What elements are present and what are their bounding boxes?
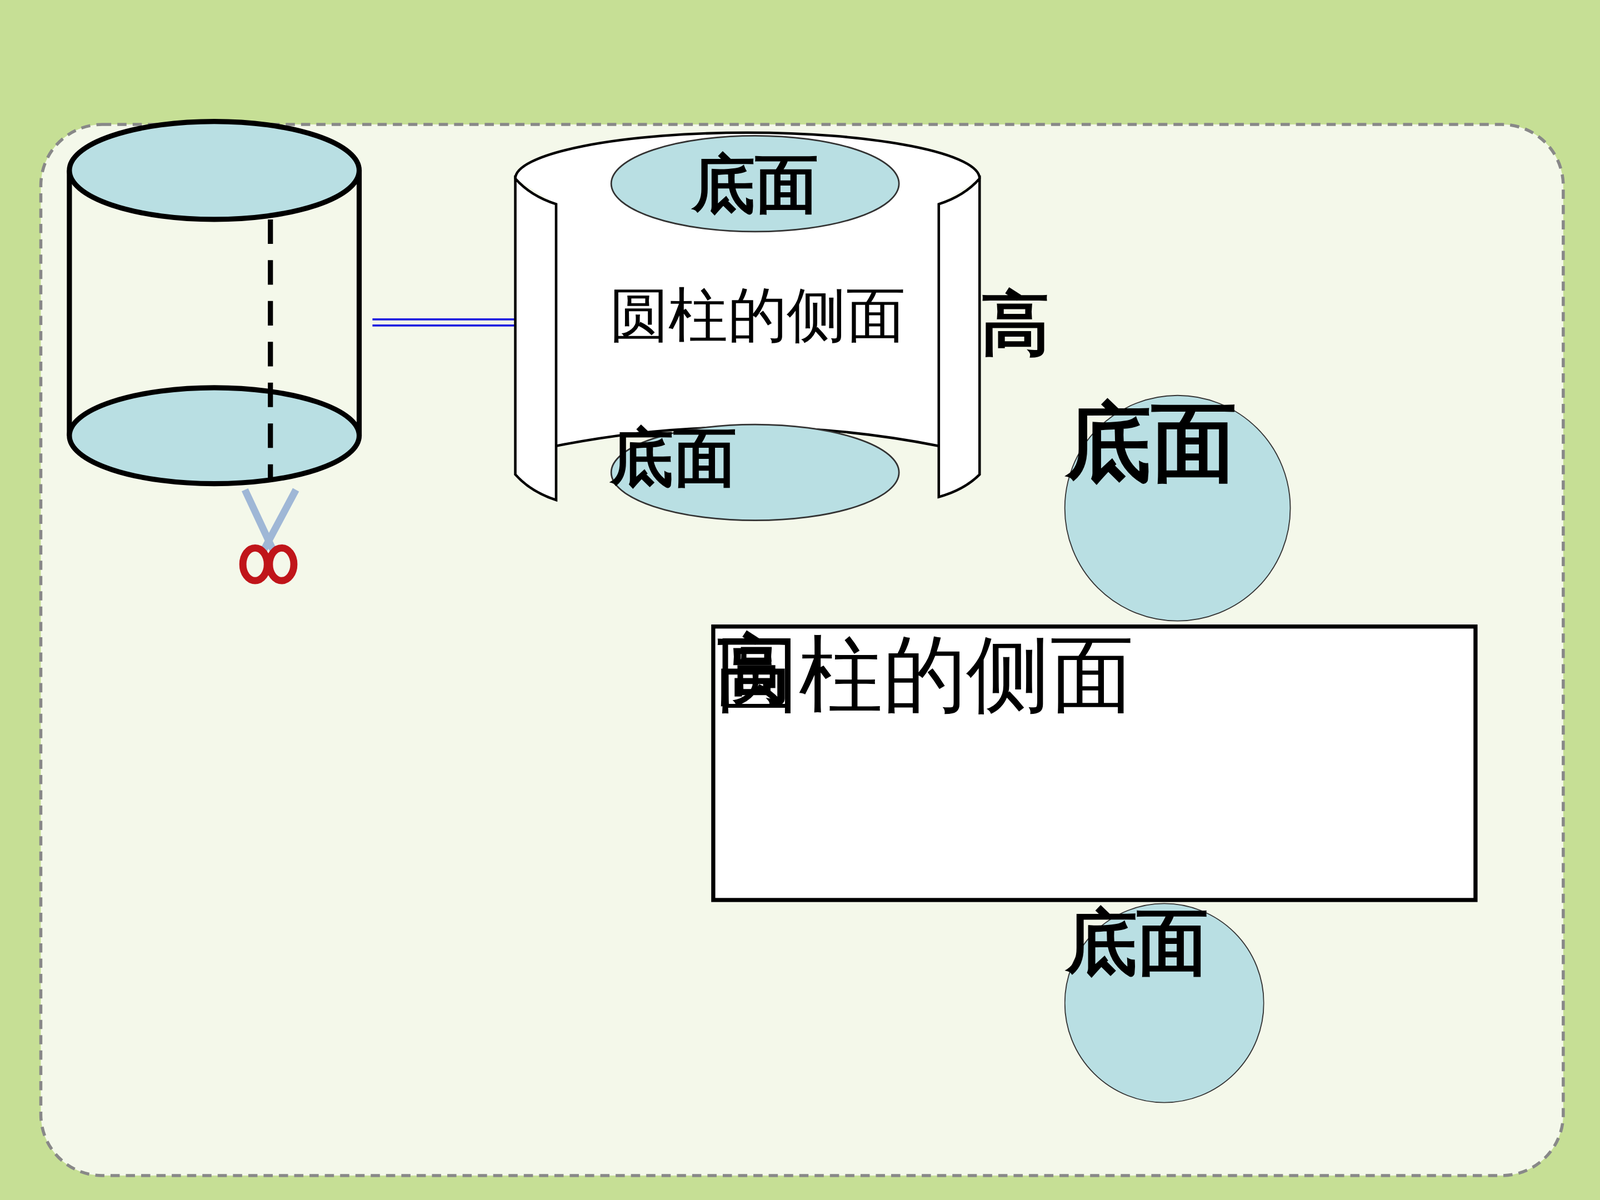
- shape-label: 底面: [691, 150, 819, 220]
- shape-label: 圆柱的侧面: [609, 283, 906, 349]
- height-label: 高: [980, 286, 1050, 363]
- base-ellipse: 底面: [610, 134, 900, 233]
- panel: [40, 124, 1563, 1176]
- curved-side-sheet: 圆柱的侧面高底面底面: [515, 132, 980, 562]
- shape-label: 底面: [1065, 396, 1238, 491]
- base-ellipse: 底面: [610, 423, 900, 522]
- shape-label: 底面: [1065, 903, 1209, 983]
- scissors: [242, 490, 297, 581]
- base-circle: 底面: [1064, 395, 1292, 622]
- height-label: 高: [715, 628, 792, 712]
- shape-label: 底面: [610, 423, 737, 493]
- base-circle: 底面: [1064, 903, 1265, 1104]
- side-rectangle: 圆柱的侧面高: [711, 624, 1478, 903]
- cylinder: [69, 121, 360, 484]
